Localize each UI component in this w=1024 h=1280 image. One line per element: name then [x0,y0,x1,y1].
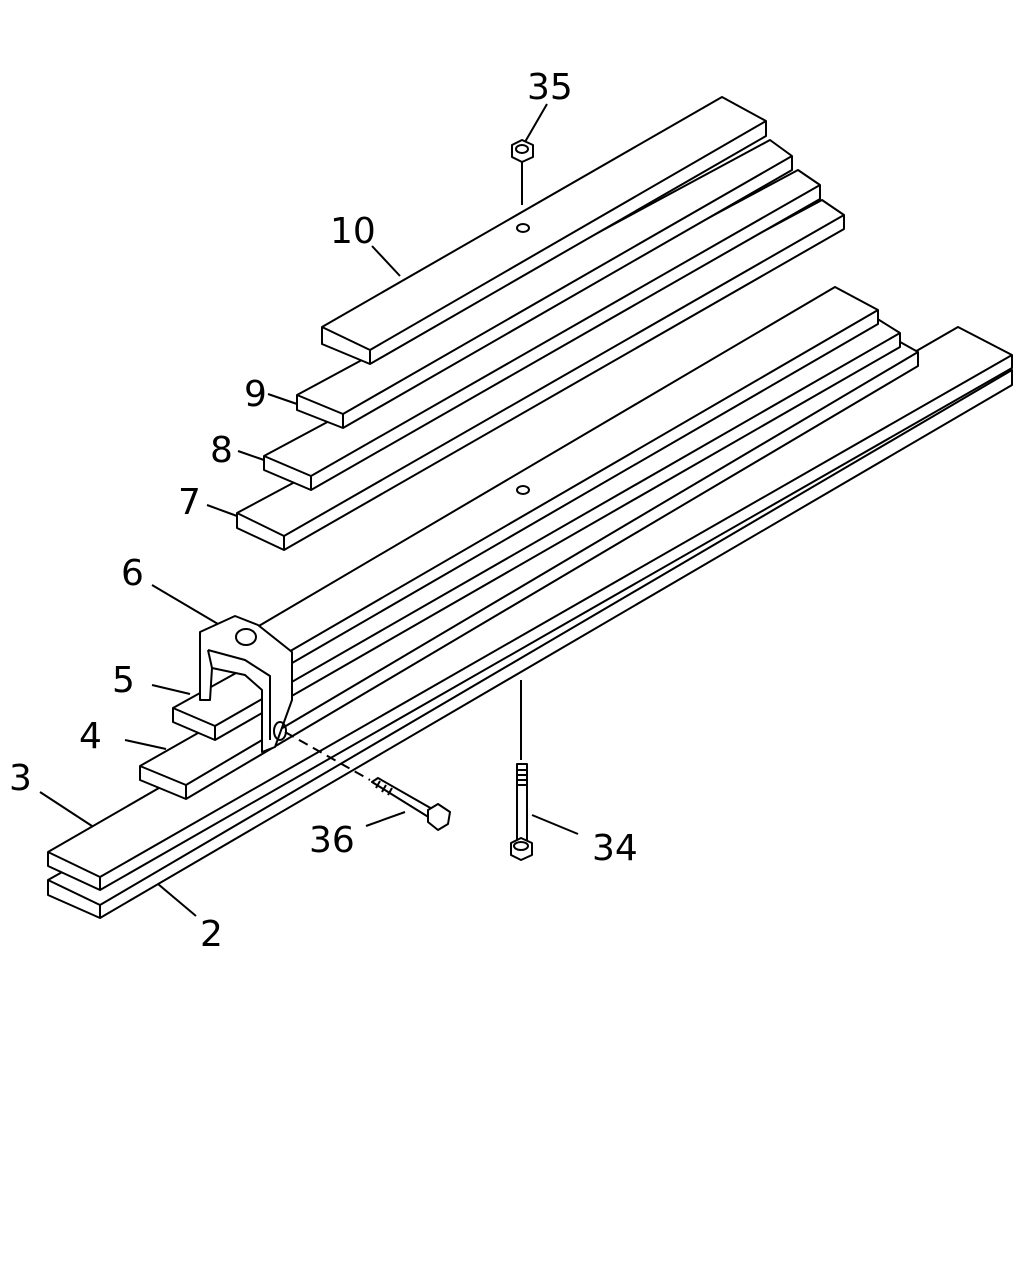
callout-10: 10 [330,211,376,252]
bracket-top-hole [235,628,257,646]
callout-7: 7 [178,482,201,523]
callout-36: 36 [309,820,355,861]
leaf-7 [236,199,845,551]
callout-labels: 35 10 9 8 7 6 5 4 3 36 34 2 [9,67,638,955]
callout-34: 34 [592,828,638,869]
spring-eye-bracket [199,615,293,753]
leader-2 [157,883,197,917]
leader-4 [124,739,167,750]
leader-lines [39,103,579,917]
bracket-side-hole [273,721,287,741]
callout-2: 2 [200,914,223,955]
leaf-3 [47,326,1013,891]
leader-9 [267,393,298,405]
leader-35 [524,103,548,143]
callout-5: 5 [112,660,135,701]
top-hole [516,223,530,233]
leader-34 [531,814,579,835]
center-hole [516,485,530,495]
leader-10 [371,245,401,277]
callout-6: 6 [121,553,144,594]
leader-3 [39,791,93,827]
leader-8 [237,450,265,461]
callout-9: 9 [244,374,267,415]
leaf-9 [296,139,793,429]
nut-35 [511,139,534,205]
leader-36 [365,811,406,827]
callout-4: 4 [79,716,102,757]
leader-6 [151,584,219,625]
callout-35: 35 [527,67,573,108]
leaf-8 [263,169,821,491]
callout-8: 8 [210,430,233,471]
leaf-10 [321,96,767,365]
eye-bolt-36 [284,731,451,831]
callout-3: 3 [9,758,32,799]
center-bolt-34 [510,680,533,861]
leader-7 [206,504,238,517]
leader-5 [151,684,191,695]
